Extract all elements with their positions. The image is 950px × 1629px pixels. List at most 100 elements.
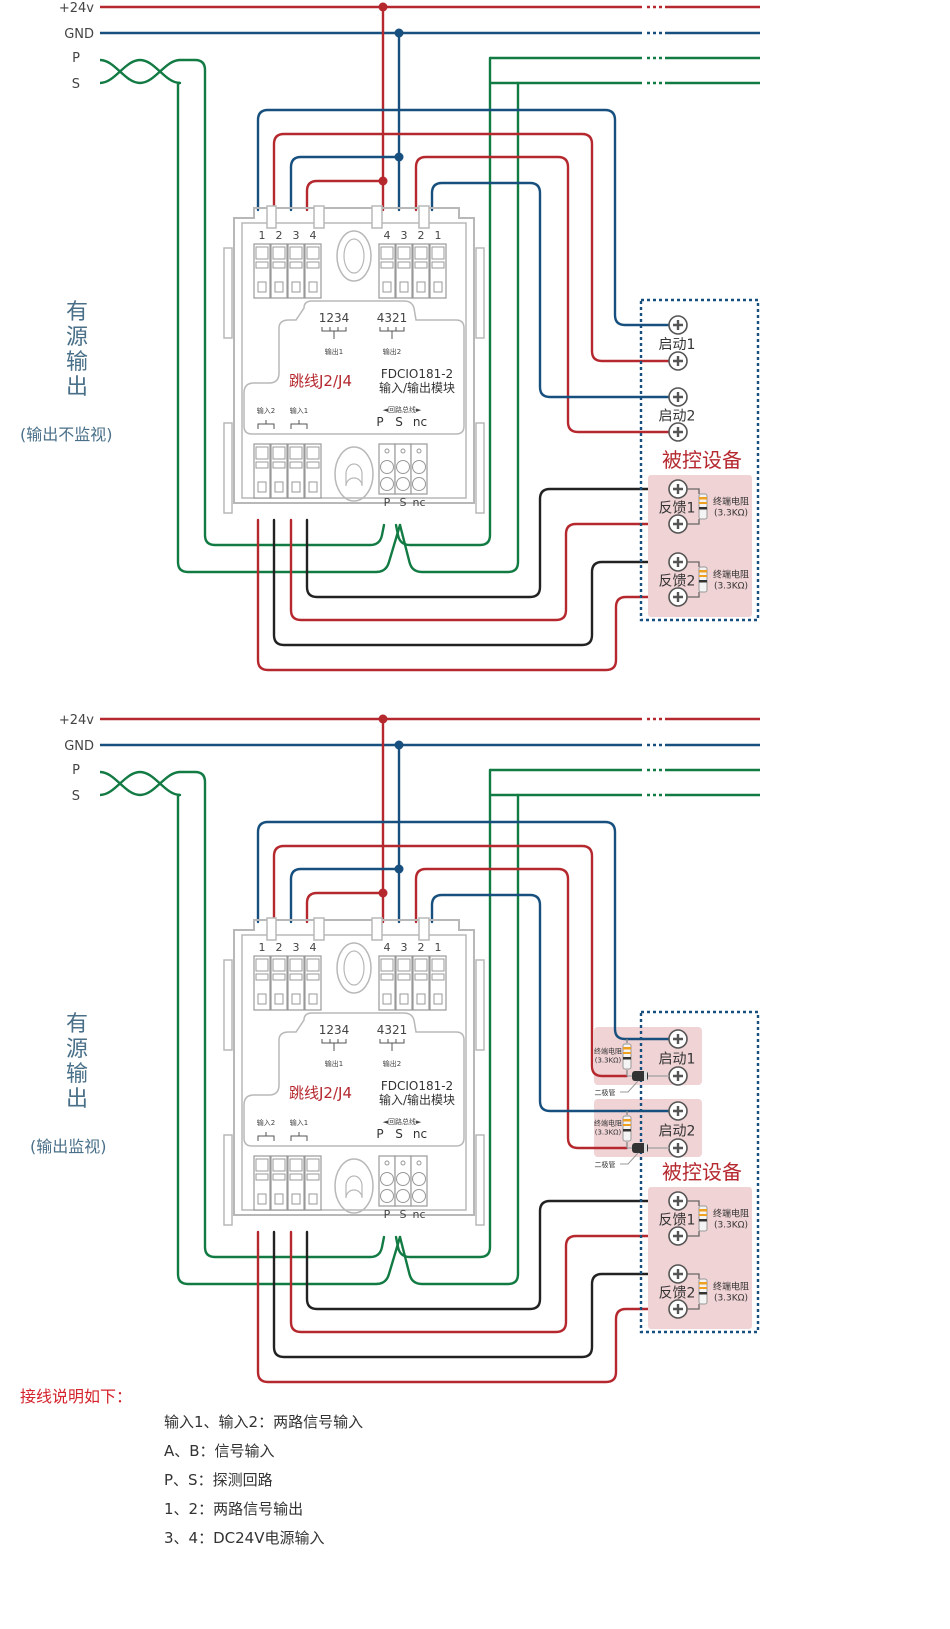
terminal-screw xyxy=(382,281,392,293)
side-rail xyxy=(223,422,233,514)
terminal-screw xyxy=(274,481,284,493)
side-rail xyxy=(223,959,233,1051)
resistor-band xyxy=(699,1287,707,1289)
terminal-slot xyxy=(306,461,320,469)
loop-terminal-screw xyxy=(380,460,394,474)
resistor-band xyxy=(699,1209,707,1212)
screw-terminal-icon xyxy=(668,351,688,371)
screw-cross xyxy=(673,320,683,330)
resistor-lead xyxy=(687,1273,700,1310)
resistor-value: (3.3KΩ) xyxy=(595,1129,622,1137)
screw-cross xyxy=(673,1231,683,1241)
module-notch xyxy=(313,917,325,941)
resistor-band xyxy=(699,575,707,577)
module-notch xyxy=(371,917,383,941)
resistor-label: 终端电阻 xyxy=(594,1047,622,1056)
screw-terminal-icon xyxy=(668,315,688,335)
terminal-slot xyxy=(397,261,411,269)
screw-terminal-icon xyxy=(668,1101,688,1121)
wiring-notes: 接线说明如下： xyxy=(20,1383,132,1407)
screw-cross xyxy=(673,1034,683,1044)
terminal-slot xyxy=(414,973,428,981)
jumper-bracket xyxy=(321,1039,347,1051)
terminal-slot xyxy=(431,261,445,269)
side-rail xyxy=(223,1134,233,1226)
resistor-value: (3.3KΩ) xyxy=(714,509,748,519)
module-inner xyxy=(241,222,467,499)
terminal-slot xyxy=(289,246,303,260)
wire-feedback2-a xyxy=(272,518,672,647)
side-label-2: 有 源 输 出 xyxy=(62,1012,92,1112)
resistor-value: (3.3KΩ) xyxy=(595,1057,622,1065)
wire-out2-24v xyxy=(414,867,629,1150)
terminal-screw xyxy=(433,281,443,293)
loop-term-nc: nc xyxy=(413,1127,427,1141)
loop-terminal-pin xyxy=(400,448,406,454)
terminal-slot xyxy=(380,958,394,972)
wire-feedback1-b xyxy=(289,1230,672,1334)
terminal-number: 4 xyxy=(310,941,317,954)
loop-bus-label: ◄回路总线► xyxy=(383,1117,422,1126)
module-notch xyxy=(313,205,325,229)
jumper-bracket xyxy=(379,1039,405,1051)
terminal-screw xyxy=(433,993,443,1005)
input1-label: 输入1 xyxy=(290,1118,308,1127)
start-label-1: 启动1 xyxy=(659,337,696,353)
diode-band xyxy=(644,1071,647,1081)
terminal-slot xyxy=(397,958,411,972)
mount-hole xyxy=(336,230,372,282)
bus-label-24v: +24v xyxy=(59,713,94,728)
diode-icon xyxy=(632,1071,648,1081)
screw-cross xyxy=(673,1071,683,1081)
module-description: 输入/输出模块 xyxy=(379,1092,455,1107)
wire-s-loop xyxy=(176,793,402,1286)
controlled-device-title: 被控设备 xyxy=(662,448,742,472)
twisted-pair-p xyxy=(99,58,181,85)
loop-term-p: P xyxy=(376,415,383,429)
diode-pointer xyxy=(620,1080,639,1093)
loop-terminal-screw xyxy=(412,1172,426,1186)
module-inner xyxy=(241,934,467,1211)
side-sublabel-2: (输出监视) xyxy=(30,1137,107,1156)
wire-feedback2-b xyxy=(256,1230,672,1384)
wire-gnd-term3 xyxy=(289,867,401,924)
screw-terminal-icon xyxy=(668,387,688,407)
terminal-number: 2 xyxy=(276,229,283,242)
junction-dot xyxy=(394,740,404,750)
terminal-slot xyxy=(414,958,428,972)
resistor-body xyxy=(698,1278,708,1305)
loop-terminal-pin xyxy=(416,1160,422,1166)
input-contact-symbol xyxy=(257,420,308,429)
terminal-number: 1 xyxy=(259,941,266,954)
loop-terminal-screw xyxy=(412,460,426,474)
loop-terminal-label: P xyxy=(384,496,391,509)
resistor-band xyxy=(623,1057,631,1060)
terminal-screw xyxy=(257,993,267,1005)
notes-list: 输入1、输入2：两路信号输入 A、B：信号输入 P、S：探测回路 1、2：两路信… xyxy=(164,1411,363,1556)
terminal-slot xyxy=(272,1173,286,1181)
screw-terminal-icon xyxy=(668,1138,688,1158)
resistor-band xyxy=(623,1124,631,1126)
wire-out1-24v xyxy=(272,844,629,1078)
io-module-outline xyxy=(223,917,485,1226)
terminal-screw xyxy=(257,1193,267,1205)
resistor-icon xyxy=(622,1043,632,1070)
terminal-slot xyxy=(272,261,286,269)
terminal-block-top-right xyxy=(378,243,447,299)
input1-label: 输入1 xyxy=(290,406,308,415)
resistor-band xyxy=(699,497,707,500)
loop-terminal-label: S xyxy=(400,496,407,509)
screw-cross xyxy=(673,484,683,494)
resistor-band xyxy=(623,1047,631,1050)
jumper-title: 跳线J2/J4 xyxy=(289,1084,352,1102)
terminal-number: 4 xyxy=(384,941,391,954)
resistor-value: (3.3KΩ) xyxy=(714,582,748,592)
loop-terminal-screw xyxy=(396,1189,410,1203)
terminal-number: 3 xyxy=(293,941,300,954)
side-char: 有 xyxy=(65,300,88,325)
terminal-screw xyxy=(382,993,392,1005)
screw-terminal-icon xyxy=(668,1264,688,1284)
screw-cross xyxy=(673,1269,683,1279)
terminal-slot xyxy=(255,461,269,469)
note-item: A、B：信号输入 xyxy=(164,1442,275,1460)
